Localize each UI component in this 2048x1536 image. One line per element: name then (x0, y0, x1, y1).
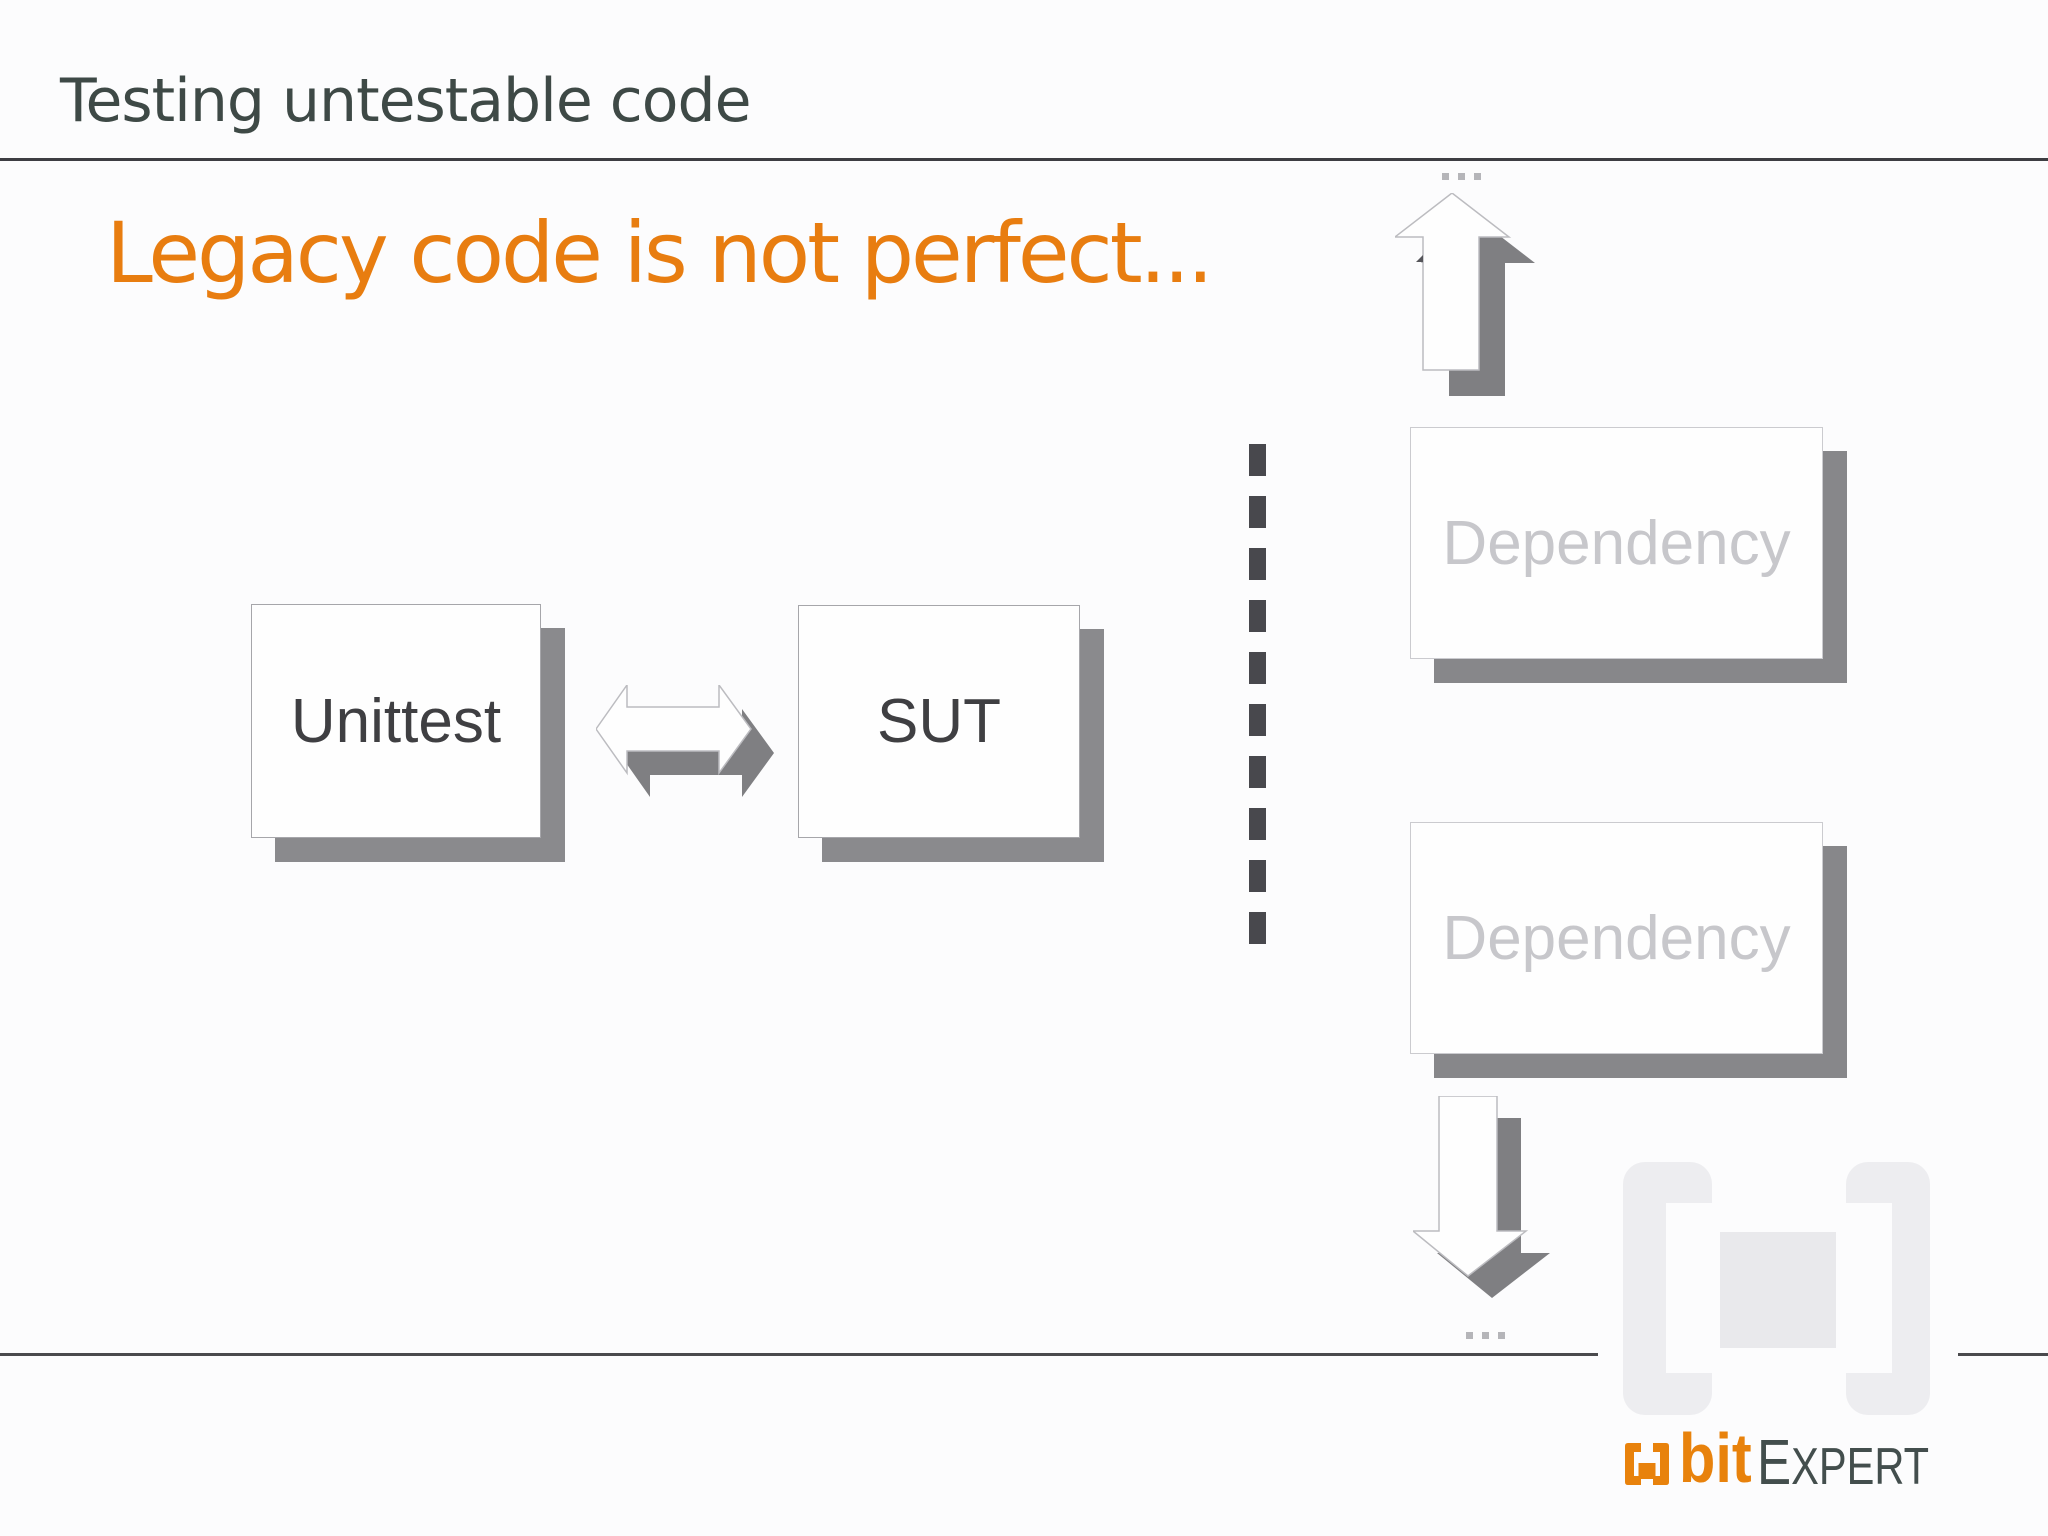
logo-text-expert: EXPERT (1757, 1430, 1930, 1496)
sut-box: SUT (798, 605, 1080, 838)
logo-right-bracket (1653, 1443, 1669, 1485)
header-divider-line (0, 158, 2048, 161)
down-arrow-body (1413, 1096, 1529, 1277)
watermark-right-notch (1846, 1203, 1892, 1373)
ellipsis-bottom-dots (1466, 1332, 1505, 1339)
dot (1474, 173, 1481, 180)
unittest-box: Unittest (251, 604, 541, 838)
dashed-separator (1249, 444, 1266, 956)
dot (1498, 1332, 1505, 1339)
logo-text-expert-initial: E (1757, 1426, 1792, 1498)
logo-text-bit: bit (1679, 1419, 1752, 1497)
up-arrow-icon (1395, 193, 1535, 396)
watermark-center-square (1720, 1232, 1836, 1348)
dot (1466, 1332, 1473, 1339)
dot (1458, 173, 1465, 180)
dot (1482, 1332, 1489, 1339)
dependency-top-label: Dependency (1442, 508, 1791, 578)
double-headed-arrow-icon (596, 685, 774, 797)
dependency-bottom-label: Dependency (1442, 903, 1791, 973)
logo-square (1638, 1463, 1656, 1479)
up-arrow-body (1395, 193, 1512, 371)
down-arrow-icon (1413, 1096, 1550, 1298)
ellipsis-top-dots (1442, 173, 1481, 180)
dependency-top-box: Dependency (1410, 427, 1823, 659)
double-headed-arrow-body (596, 685, 752, 776)
logo-text-expert-rest: XPERT (1791, 1438, 1930, 1496)
tiny-arrow-mark (1416, 255, 1423, 262)
logo-left-bracket (1625, 1443, 1641, 1485)
bitexpert-brackets-icon (1625, 1443, 1669, 1485)
dependency-bottom-box: Dependency (1410, 822, 1823, 1054)
slide-title: Testing untestable code (60, 66, 751, 136)
dot (1442, 173, 1449, 180)
bottom-divider-line (0, 1353, 2048, 1356)
sut-label: SUT (877, 687, 1001, 756)
unittest-label: Unittest (290, 686, 502, 756)
brackets-watermark-icon (1598, 1148, 1958, 1424)
bitexpert-logo: bit EXPERT (1625, 1419, 1955, 1497)
watermark-left-notch (1666, 1203, 1712, 1373)
main-heading: Legacy code is not perfect... (106, 204, 1214, 302)
